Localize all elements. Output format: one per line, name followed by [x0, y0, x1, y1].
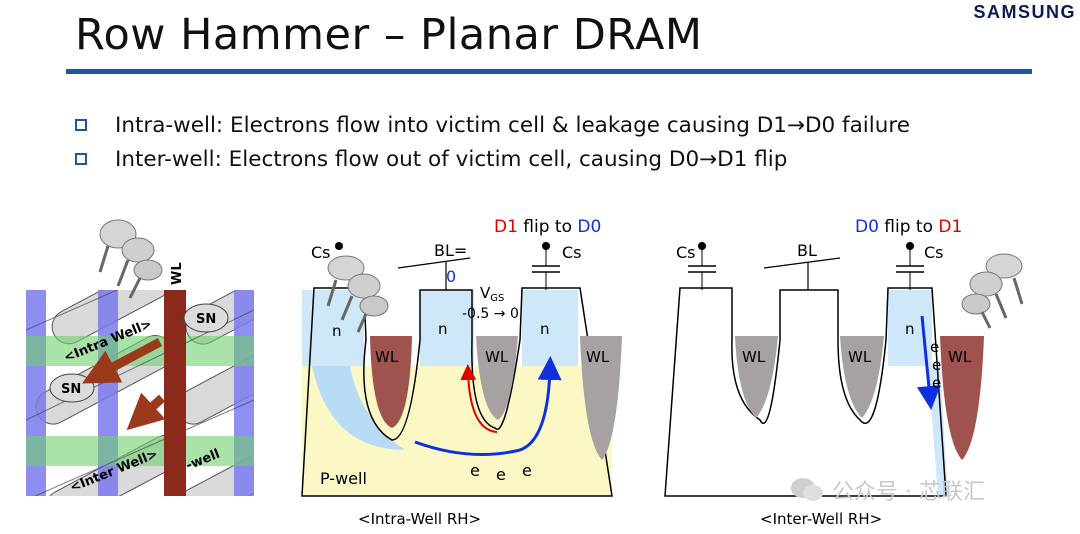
page-title: Row Hammer – Planar DRAM	[75, 10, 703, 60]
n-label: n	[438, 320, 448, 338]
wechat-icon	[791, 478, 823, 501]
hammer-icon	[961, 253, 1024, 329]
flip-title: D0 flip to D1	[855, 217, 962, 237]
electron-label: e	[930, 338, 939, 356]
wl-label: WL	[742, 348, 766, 366]
n-label: n	[905, 320, 915, 338]
inter-well-diagram: WL WL WL n e e e Cs BL Cs D0 flip to D1	[664, 217, 1024, 528]
sn-label: SN	[61, 382, 81, 397]
intra-well-diagram: WL WL WL n n n P-well e e e Cs BL= 0 VGS…	[301, 217, 622, 528]
vgs-label: VGS	[480, 284, 504, 304]
hammer-icon	[326, 255, 389, 333]
diagram-caption: <Intra-Well RH>	[358, 510, 481, 528]
bullet-item: Intra-well: Electrons flow into victim c…	[75, 108, 910, 142]
electron-label: e	[470, 461, 480, 480]
leakage-arrow	[460, 364, 498, 433]
n-label: n	[332, 322, 342, 340]
vgs-value: -0.5 → 0	[462, 306, 519, 322]
bl-label: BL=	[434, 241, 467, 260]
sn-label: SN	[196, 312, 216, 327]
pwell-label: P-well	[320, 469, 367, 488]
wl-label: WL	[485, 348, 509, 366]
cs-label: Cs	[676, 243, 696, 262]
electron-label: e	[932, 356, 941, 374]
sn-node	[183, 303, 229, 333]
cs-label: Cs	[924, 243, 944, 262]
bullet-text: Intra-well: Electrons flow into victim c…	[115, 112, 910, 138]
title-rule	[66, 69, 1032, 74]
bullet-item: Inter-well: Electrons flow out of victim…	[75, 142, 910, 176]
bl-label: BL	[797, 241, 817, 260]
brand-logo: SAMSUNG	[973, 2, 1076, 22]
electron-flow-arrow	[916, 315, 941, 410]
electron-flow-arrow	[82, 338, 163, 384]
wl-label: WL	[948, 348, 972, 366]
flip-title: D1 flip to D0	[494, 217, 601, 237]
electron-label: e	[496, 465, 506, 484]
hammer-icon	[98, 219, 163, 299]
layout-view: WL SN SN <Intra Well> <Inter Well> -well	[26, 219, 254, 496]
n-label: n	[540, 320, 550, 338]
electron-label: e	[932, 374, 941, 392]
wl-label: WL	[170, 262, 185, 285]
bullet-box-icon	[75, 153, 87, 165]
wl-label: WL	[586, 348, 610, 366]
electron-label: e	[522, 461, 532, 480]
bullet-text: Inter-well: Electrons flow out of victim…	[115, 146, 788, 172]
bullet-box-icon	[75, 119, 87, 131]
diagram-caption: <Inter-Well RH>	[760, 510, 882, 528]
electron-flow-arrow	[414, 356, 562, 456]
wordline-bar	[164, 290, 186, 496]
bl-value: 0	[446, 267, 456, 286]
wl-label: WL	[375, 348, 399, 366]
watermark: 公众号 · 芯联汇	[790, 474, 985, 506]
electron-flow-arrow	[126, 392, 166, 431]
bullet-list: Intra-well: Electrons flow into victim c…	[75, 108, 910, 176]
cs-label: Cs	[562, 243, 582, 262]
cs-label: Cs	[311, 243, 331, 262]
wl-label: WL	[848, 348, 872, 366]
watermark-text: 公众号 · 芯联汇	[832, 480, 985, 505]
